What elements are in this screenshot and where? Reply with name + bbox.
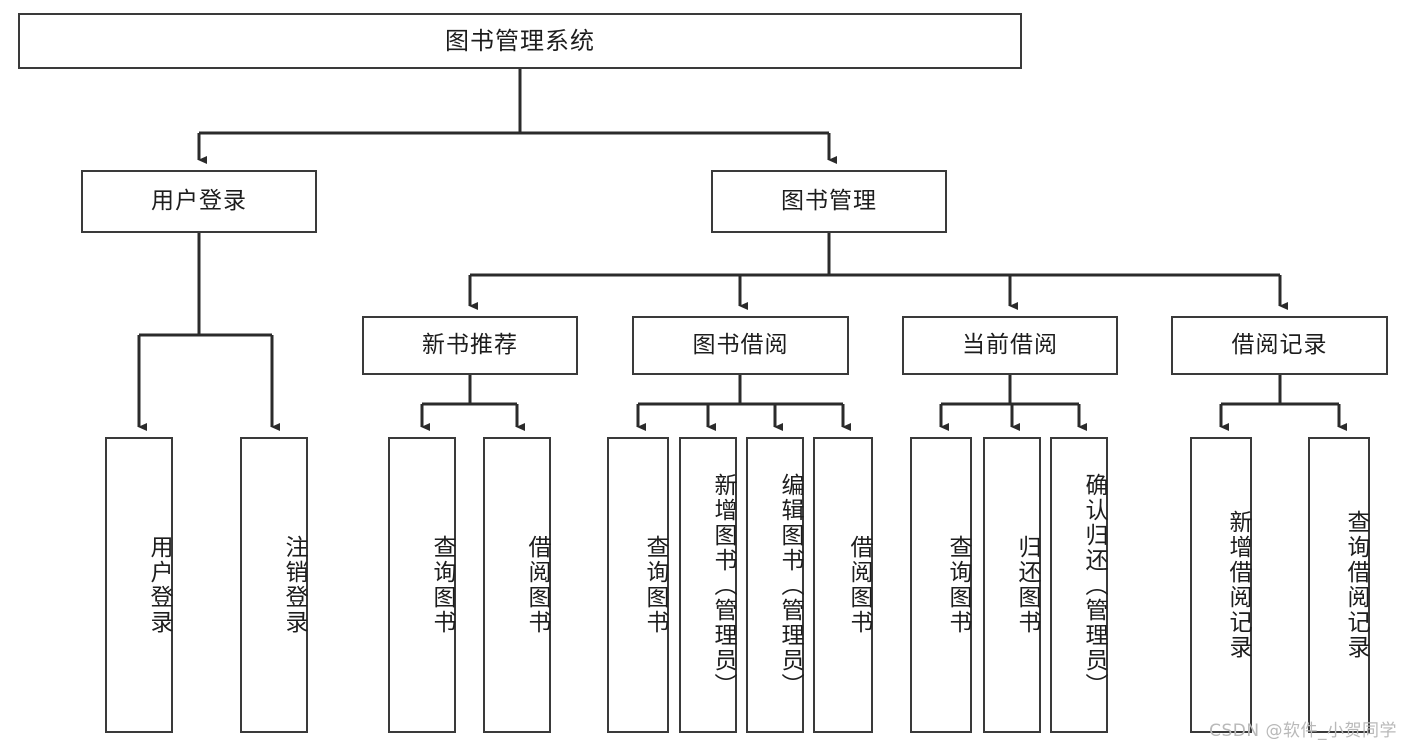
node-leaf-borrow-book-2-label: 借阅图书: [846, 535, 872, 635]
node-leaf-query-book-1-label: 查询图书: [429, 535, 455, 635]
node-book-manage-label: 图书管理: [781, 187, 877, 214]
node-root[interactable]: 图书管理系统: [18, 13, 1022, 69]
node-leaf-query-book-3-label: 查询图书: [945, 535, 971, 635]
node-book-borrow[interactable]: 图书借阅: [632, 316, 849, 375]
node-new-book-recommend[interactable]: 新书推荐: [362, 316, 578, 375]
node-leaf-confirm-return[interactable]: 确认归还（管理员）: [1050, 437, 1108, 733]
node-leaf-add-book[interactable]: 新增图书（管理员）: [679, 437, 737, 733]
node-leaf-return-book-label: 归还图书: [1014, 535, 1040, 635]
node-leaf-borrow-book-1[interactable]: 借阅图书: [483, 437, 551, 733]
node-new-book-recommend-label: 新书推荐: [422, 331, 518, 358]
node-leaf-borrow-book-2[interactable]: 借阅图书: [813, 437, 873, 733]
node-leaf-edit-book-label: 编辑图书（管理员）: [777, 472, 803, 698]
node-leaf-user-logout-label: 注销登录: [281, 535, 307, 635]
node-leaf-user-logout[interactable]: 注销登录: [240, 437, 308, 733]
node-leaf-confirm-return-label: 确认归还（管理员）: [1081, 472, 1107, 698]
node-root-label: 图书管理系统: [445, 26, 595, 55]
node-leaf-query-book-2-label: 查询图书: [642, 535, 668, 635]
node-leaf-add-book-label: 新增图书（管理员）: [710, 472, 736, 698]
node-user-login[interactable]: 用户登录: [81, 170, 317, 233]
node-book-manage[interactable]: 图书管理: [711, 170, 947, 233]
node-leaf-query-record[interactable]: 查询借阅记录: [1308, 437, 1370, 733]
node-leaf-return-book[interactable]: 归还图书: [983, 437, 1041, 733]
csdn-watermark: CSDN @软件_小贺同学: [1209, 721, 1397, 741]
node-borrow-record[interactable]: 借阅记录: [1171, 316, 1388, 375]
node-leaf-user-login-label: 用户登录: [146, 535, 172, 635]
node-leaf-query-book-1[interactable]: 查询图书: [388, 437, 456, 733]
node-leaf-add-record[interactable]: 新增借阅记录: [1190, 437, 1252, 733]
node-user-login-label: 用户登录: [151, 187, 247, 214]
node-book-borrow-label: 图书借阅: [692, 331, 789, 358]
node-borrow-record-label: 借阅记录: [1231, 331, 1328, 358]
node-leaf-add-record-label: 新增借阅记录: [1225, 510, 1251, 660]
node-current-borrow-label: 当前借阅: [962, 331, 1058, 358]
node-leaf-query-book-2[interactable]: 查询图书: [607, 437, 669, 733]
node-leaf-edit-book[interactable]: 编辑图书（管理员）: [746, 437, 804, 733]
node-leaf-query-record-label: 查询借阅记录: [1343, 510, 1369, 660]
node-leaf-borrow-book-1-label: 借阅图书: [524, 535, 550, 635]
node-current-borrow[interactable]: 当前借阅: [902, 316, 1118, 375]
node-leaf-user-login[interactable]: 用户登录: [105, 437, 173, 733]
node-leaf-query-book-3[interactable]: 查询图书: [910, 437, 972, 733]
